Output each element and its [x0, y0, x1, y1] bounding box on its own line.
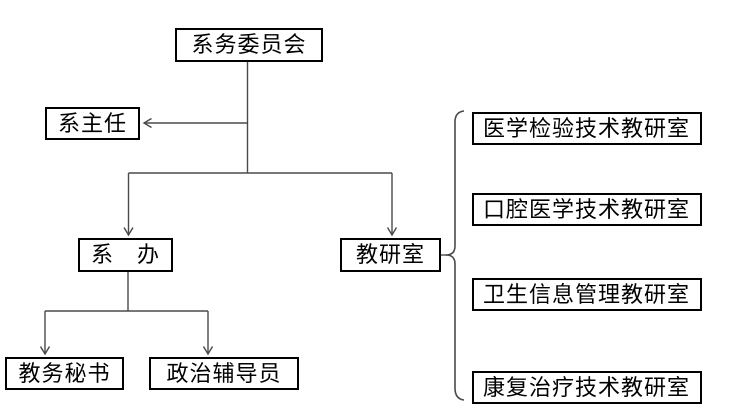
node-academic-secretary: 教务秘书	[5, 357, 124, 390]
curly-brace	[445, 110, 465, 401]
node-teaching-research-office: 教研室	[340, 238, 441, 272]
node-department-head: 系主任	[45, 107, 140, 140]
node-rehab-therapy-office: 康复治疗技术教研室	[472, 371, 702, 404]
node-dental-tech-office: 口腔医学技术教研室	[472, 193, 702, 226]
node-department-office: 系 办	[78, 238, 173, 272]
node-political-counselor: 政治辅导员	[149, 357, 299, 390]
node-health-info-mgmt-office: 卫生信息管理教研室	[472, 278, 702, 311]
node-medical-lab-tech-office: 医学检验技术教研室	[472, 112, 702, 145]
node-committee: 系务委员会	[175, 28, 323, 62]
